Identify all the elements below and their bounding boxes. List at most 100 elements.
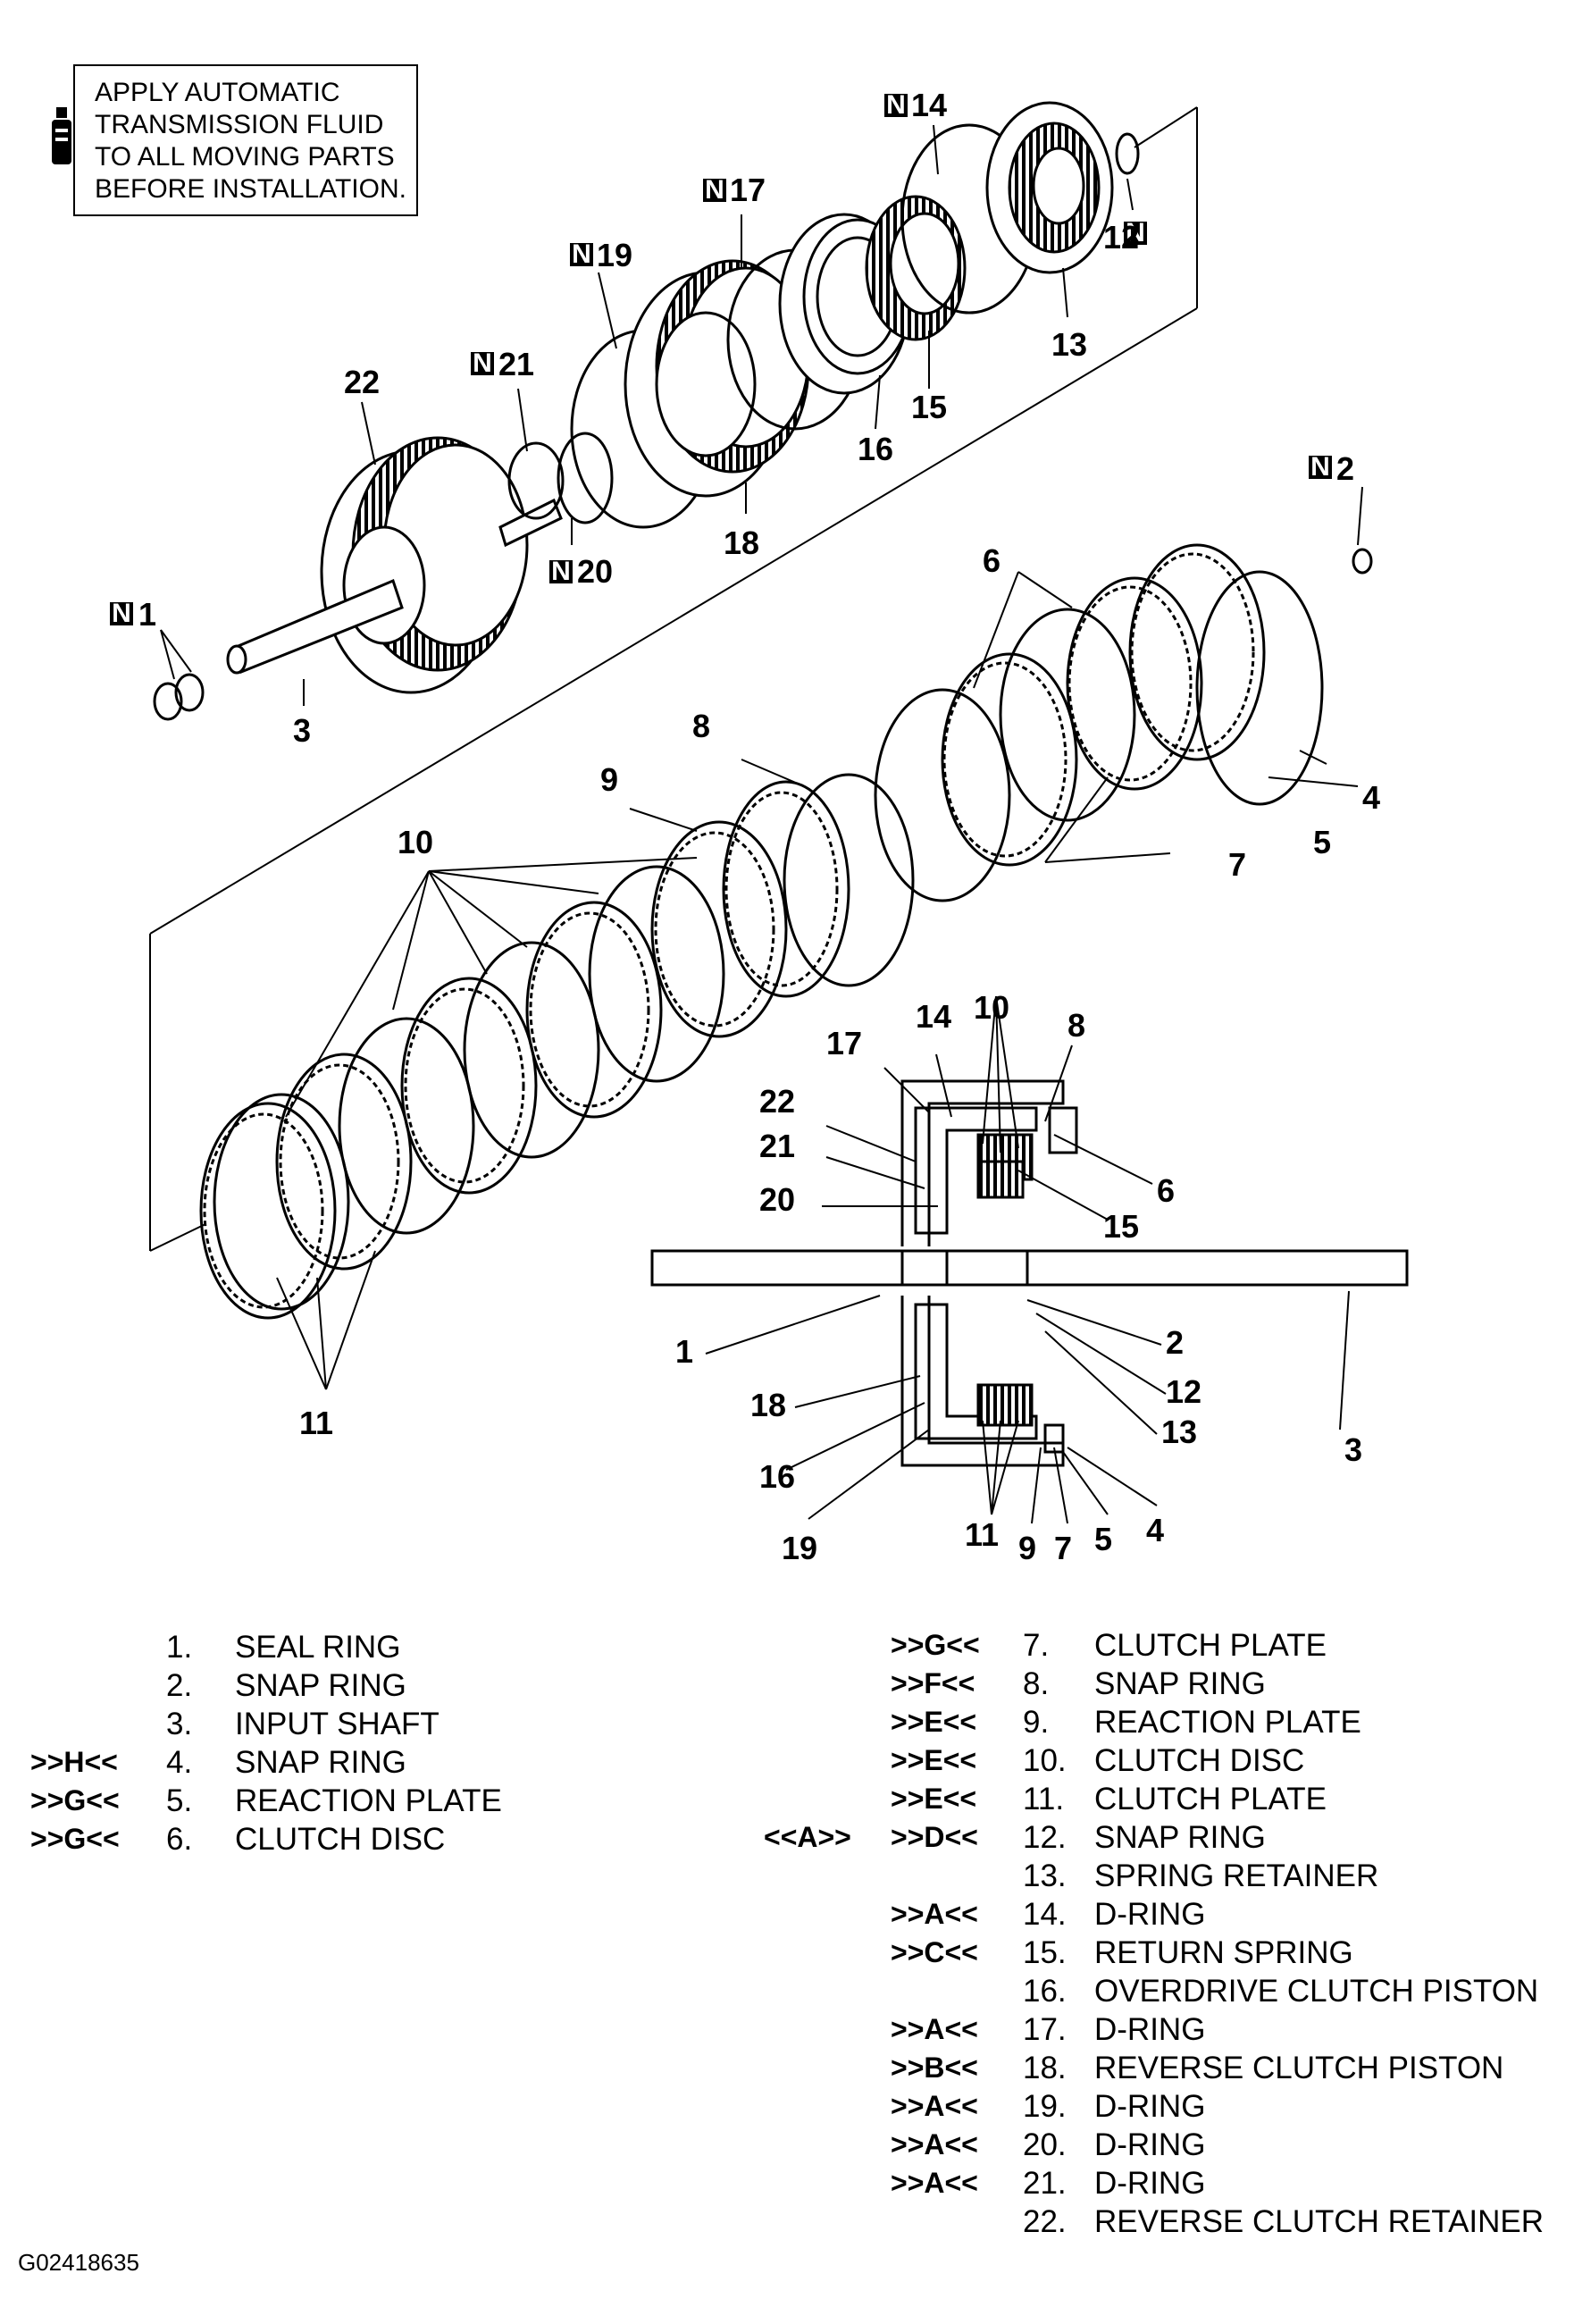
legend-procedure-code: >>A<< xyxy=(891,2167,978,2199)
note-line-2: TRANSMISSION FLUID xyxy=(95,110,384,139)
legend-number: 9. xyxy=(1023,1705,1050,1740)
legend-row: >>G<<7.CLUTCH PLATE xyxy=(750,1626,1574,1665)
callout-21-top: 21 xyxy=(498,346,534,382)
n-letter: N xyxy=(705,175,724,205)
n-marker-12: N xyxy=(1124,218,1147,248)
figure-id: G02418635 xyxy=(18,2249,139,2276)
callout-15-section: 15 xyxy=(1103,1208,1139,1245)
legend-extra-code: <<A>> xyxy=(764,1821,851,1853)
callout-12-section: 12 xyxy=(1166,1373,1201,1410)
callout-9-section: 9 xyxy=(1018,1530,1036,1566)
legend-row: >>E<<11.CLUTCH PLATE xyxy=(750,1780,1574,1818)
legend-row: 22. REVERSE CLUTCH RETAINER xyxy=(750,2202,1574,2241)
callout-18-top: 18 xyxy=(724,524,759,561)
spring-retainer xyxy=(985,101,1114,274)
note-line-1: APPLY AUTOMATIC xyxy=(95,78,340,107)
return-spring xyxy=(865,195,967,341)
callout-13-top: 13 xyxy=(1051,326,1087,363)
legend-number: 5. xyxy=(166,1783,193,1818)
callout-13-section: 13 xyxy=(1161,1414,1197,1450)
cross-section-view xyxy=(650,1079,1409,1467)
legend-number: 8. xyxy=(1023,1666,1050,1701)
legend-procedure-code: >>E<< xyxy=(891,1706,977,1738)
callout-17-top: 17 xyxy=(730,172,766,208)
callout-1-top: 1 xyxy=(138,596,156,633)
legend-number: 21. xyxy=(1023,2166,1067,2201)
legend-number: 2. xyxy=(166,1668,193,1703)
callout-20-section: 20 xyxy=(759,1181,795,1218)
callout-labels: 1 3 22 21 20 19 18 17 16 15 14 13 12 2 6… xyxy=(138,87,1380,1566)
n-letter: N xyxy=(473,348,492,378)
callout-3-section: 3 xyxy=(1344,1431,1362,1468)
legend-procedure-code: >>D<< xyxy=(891,1821,978,1853)
oil-bottle-icon xyxy=(52,107,71,164)
parts-legend-right: >>G<<7.CLUTCH PLATE>>F<< 8. SNAP RING >>E<<… xyxy=(750,1626,1574,2241)
legend-part-name: SNAP RING xyxy=(235,1745,406,1780)
n-marker-14: N xyxy=(884,90,908,120)
callout-22-top: 22 xyxy=(344,364,380,400)
callout-8-top: 8 xyxy=(692,708,710,744)
callout-6-section: 6 xyxy=(1157,1172,1175,1209)
legend-procedure-code: >>E<< xyxy=(891,1783,977,1815)
legend-row: >>A<<14.D-RING xyxy=(750,1895,1574,1934)
callout-17-section: 17 xyxy=(826,1025,862,1061)
callout-11-section: 11 xyxy=(965,1516,999,1553)
reverse-clutch-pack xyxy=(199,820,788,1320)
legend-procedure-code: >>A<< xyxy=(891,2013,978,2045)
legend-number: 10. xyxy=(1023,1743,1067,1778)
legend-number: 7. xyxy=(1023,1628,1050,1663)
legend-part-name: REVERSE CLUTCH RETAINER xyxy=(1094,2204,1545,2239)
callout-1-section: 1 xyxy=(675,1333,693,1370)
legend-row: >>A<< 21. D-RING xyxy=(750,2164,1574,2202)
legend-part-name: CLUTCH DISC xyxy=(235,1822,446,1857)
legend-part-name: SNAP RING xyxy=(1094,1666,1266,1701)
legend-number: 11. xyxy=(1023,1782,1065,1816)
callout-5-top: 5 xyxy=(1313,824,1331,860)
legend-number: 14. xyxy=(1023,1897,1067,1932)
callout-14-section: 14 xyxy=(916,998,951,1035)
snap-ring-8-reaction-plate-9 xyxy=(722,773,915,998)
legend-procedure-code: >>B<< xyxy=(891,2051,978,2084)
legend-part-name: INPUT SHAFT xyxy=(235,1707,440,1741)
new-part-markers: N N N N N N N N xyxy=(110,90,1332,628)
snap-ring-2 xyxy=(1352,548,1373,575)
callout-10-section: 10 xyxy=(974,989,1009,1026)
legend-row: >>H<<4.SNAP RING xyxy=(0,1743,536,1782)
legend-row: >>E<< 10. CLUTCH DISC xyxy=(750,1741,1574,1780)
legend-row: >>G<<5.REACTION PLATE xyxy=(0,1782,536,1820)
callout-19-section: 19 xyxy=(782,1530,817,1566)
note-line-3: TO ALL MOVING PARTS xyxy=(95,142,395,172)
legend-number: 22. xyxy=(1023,2204,1067,2239)
callout-16-top: 16 xyxy=(858,431,893,467)
legend-row: <<A>>>>D<<12.SNAP RING xyxy=(750,1818,1574,1857)
legend-part-name: SPRING RETAINER xyxy=(1094,1858,1379,1893)
callout-7-top: 7 xyxy=(1228,846,1246,883)
callout-6-top: 6 xyxy=(983,542,1000,579)
overdrive-clutch-pack xyxy=(874,543,1324,902)
n-letter: N xyxy=(572,239,591,269)
callout-2-section: 2 xyxy=(1166,1324,1184,1361)
legend-procedure-code: >>A<< xyxy=(891,1898,978,1930)
callout-4-top: 4 xyxy=(1362,779,1380,816)
reverse-clutch-retainer-assembly xyxy=(226,436,563,694)
callout-4-section: 4 xyxy=(1146,1512,1164,1548)
legend-row: >>F<< 8. SNAP RING xyxy=(750,1665,1574,1703)
n-marker-2: N xyxy=(1309,452,1332,482)
legend-part-name: D-RING xyxy=(1094,2166,1206,2201)
legend-procedure-code: >>F<< xyxy=(891,1667,975,1699)
legend-number: 3. xyxy=(166,1707,193,1741)
legend-number: 6. xyxy=(166,1822,193,1857)
callout-12-top: 12 xyxy=(1103,219,1139,256)
legend-procedure-code: >>E<< xyxy=(891,1744,977,1776)
callout-5-section: 5 xyxy=(1094,1521,1112,1557)
legend-row: >>C<<15.RETURN SPRING xyxy=(750,1934,1574,1972)
legend-row: >>A<<20.D-RING xyxy=(750,2126,1574,2164)
legend-procedure-code: >>A<< xyxy=(891,2090,978,2122)
legend-part-name: D-RING xyxy=(1094,2127,1206,2162)
legend-part-name: REACTION PLATE xyxy=(235,1783,502,1818)
legend-row: 3. INPUT SHAFT xyxy=(0,1705,536,1743)
legend-procedure-code: >>H<< xyxy=(30,1746,118,1778)
legend-part-name: CLUTCH DISC xyxy=(1094,1743,1305,1778)
legend-part-name: REVERSE CLUTCH PISTON xyxy=(1094,2051,1504,2085)
